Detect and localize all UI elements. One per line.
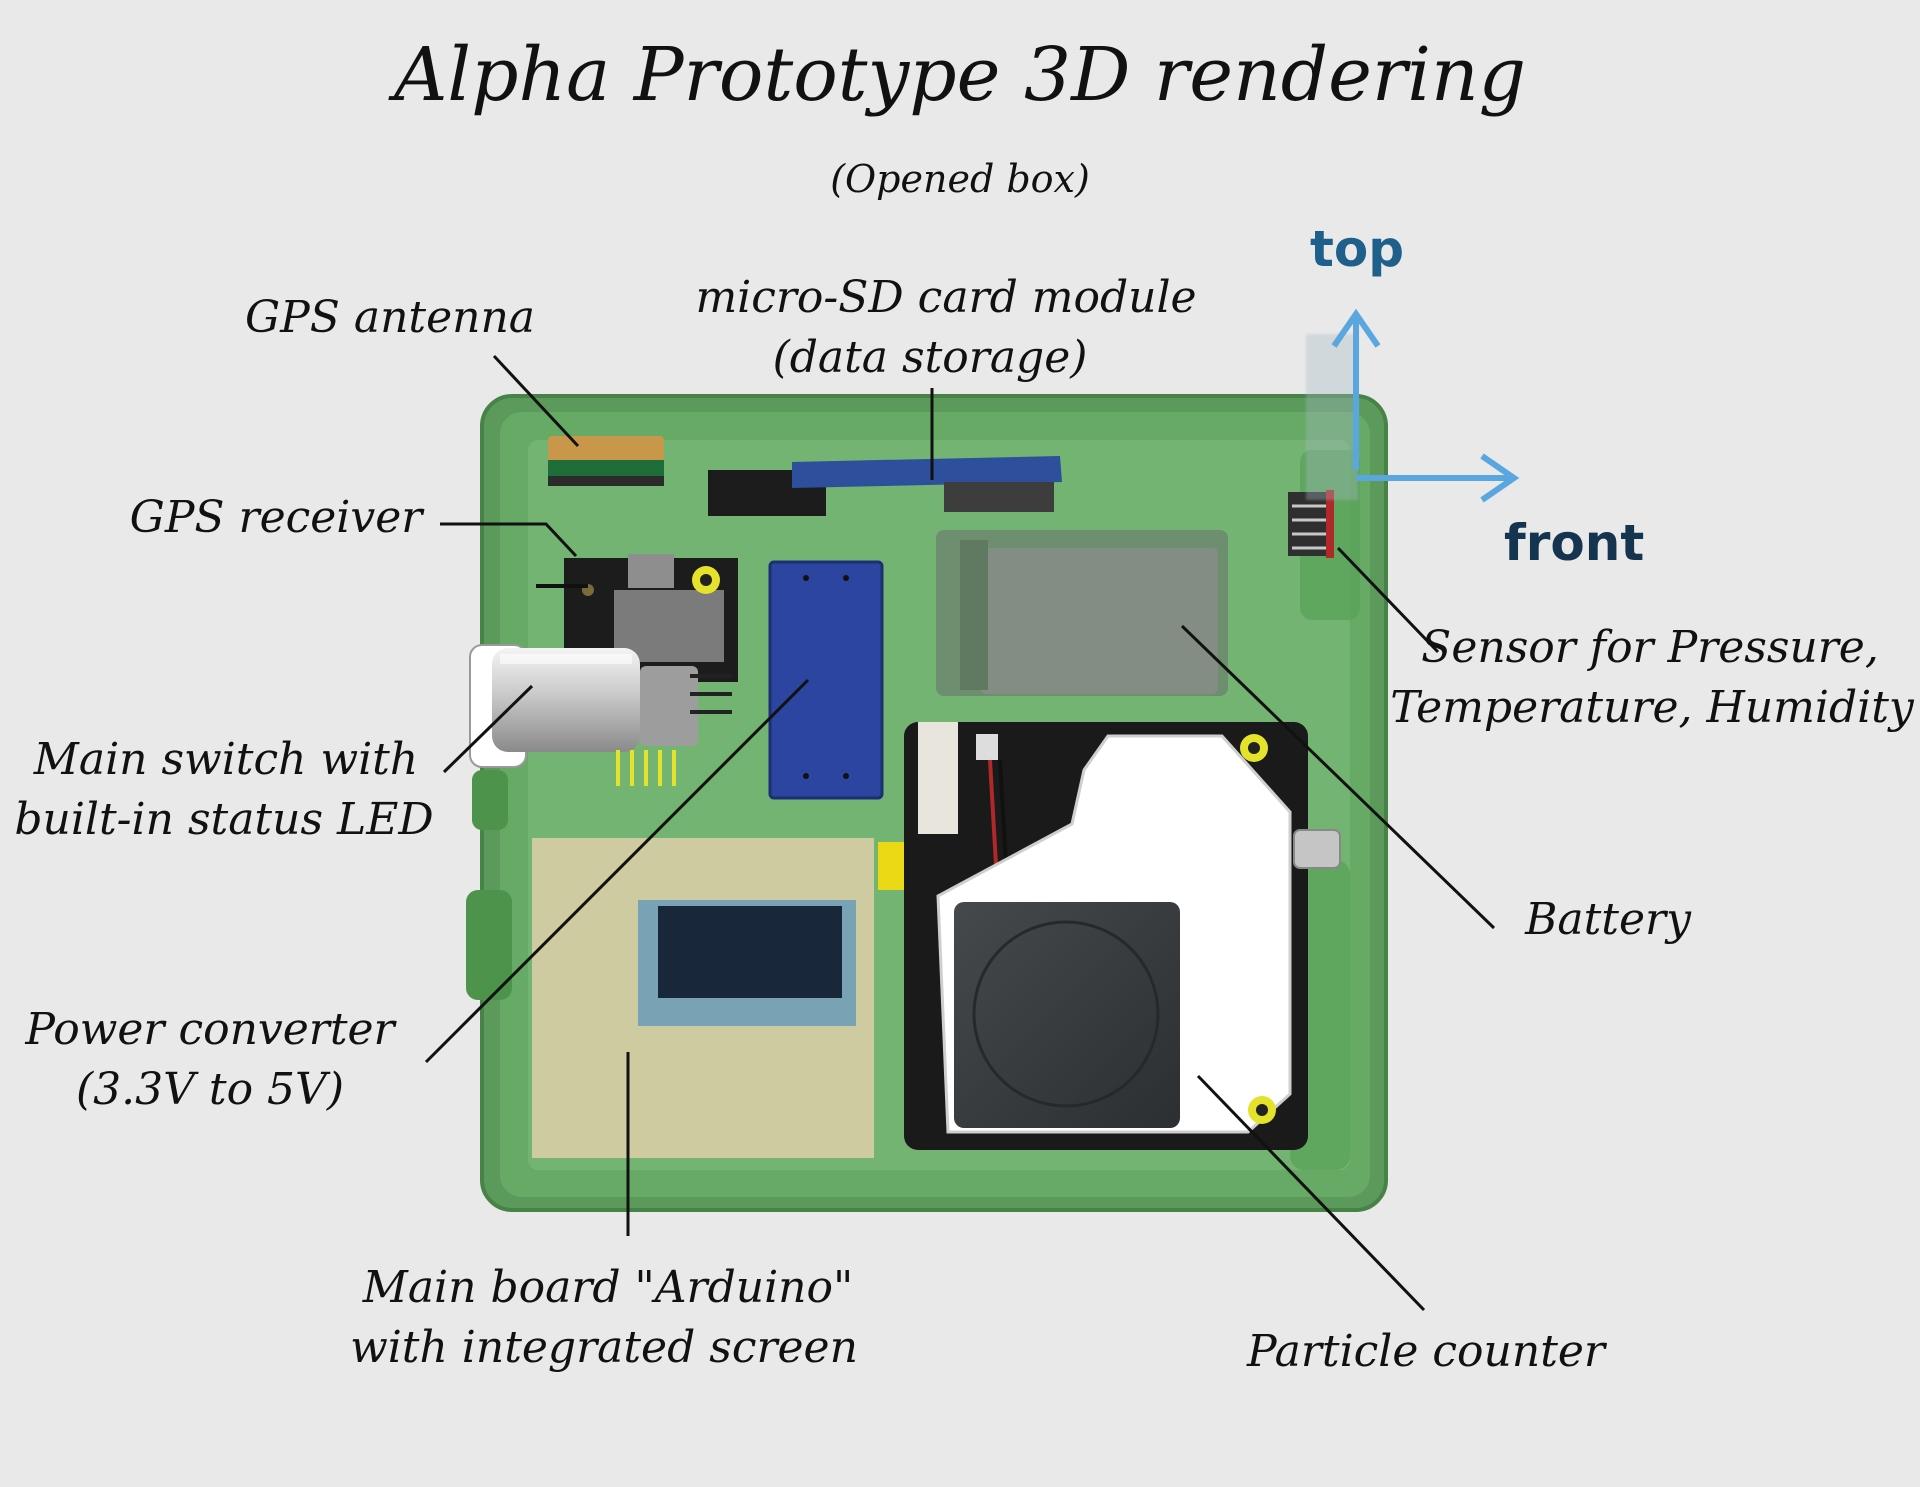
- axis-label-front: front: [1504, 514, 1644, 572]
- main-board: [532, 838, 942, 1158]
- leader-gps-antenna: [492, 354, 580, 448]
- label-mainboard-line2: with integrated screen: [350, 1322, 858, 1373]
- label-switch-line2: built-in status LED: [14, 794, 433, 845]
- label-sensor-line1: Sensor for Pressure,: [1421, 622, 1879, 673]
- main-switch: [469, 644, 732, 768]
- label-switch-line1: Main switch with: [33, 734, 418, 785]
- label-gps-receiver: GPS receiver: [130, 492, 426, 543]
- microsd-module: [708, 456, 1062, 516]
- leader-particle-counter: [1196, 1074, 1426, 1312]
- leader-battery: [1180, 624, 1496, 930]
- diagram-title: Alpha Prototype 3D rendering: [388, 32, 1526, 118]
- environment-sensor: [1288, 490, 1334, 558]
- label-power-line1: Power converter: [24, 1004, 397, 1055]
- label-battery: Battery: [1524, 894, 1692, 945]
- battery: [936, 530, 1228, 696]
- label-mainboard-line1: Main board "Arduino": [362, 1262, 853, 1313]
- top-arrowhead: [1331, 308, 1381, 348]
- front-arrowhead: [1480, 453, 1520, 503]
- label-microsd-line1: micro-SD card module: [695, 272, 1196, 323]
- power-converter: [768, 560, 884, 800]
- diagram-subtitle: (Opened box): [830, 157, 1090, 201]
- leader-sensor: [1336, 546, 1440, 654]
- orientation-axes: top front: [1306, 220, 1644, 572]
- axis-label-top: top: [1310, 220, 1404, 278]
- pin-header-yellow: [616, 750, 676, 786]
- leader-lines: [424, 354, 1496, 1312]
- leader-gps-receiver: [440, 522, 578, 558]
- leader-switch: [442, 684, 534, 774]
- particle-counter: [904, 722, 1341, 1150]
- label-gps-antenna: GPS antenna: [245, 292, 535, 343]
- gps-antenna: [548, 436, 664, 486]
- label-microsd-line2: (data storage): [773, 332, 1088, 383]
- label-particle-counter: Particle counter: [1246, 1326, 1608, 1377]
- label-sensor-line2: Temperature, Humidity: [1390, 682, 1915, 733]
- callout-labels: GPS antenna micro-SD card module (data s…: [14, 272, 1915, 1377]
- leader-power-converter: [424, 678, 810, 1064]
- label-power-line2: (3.3V to 5V): [76, 1064, 344, 1115]
